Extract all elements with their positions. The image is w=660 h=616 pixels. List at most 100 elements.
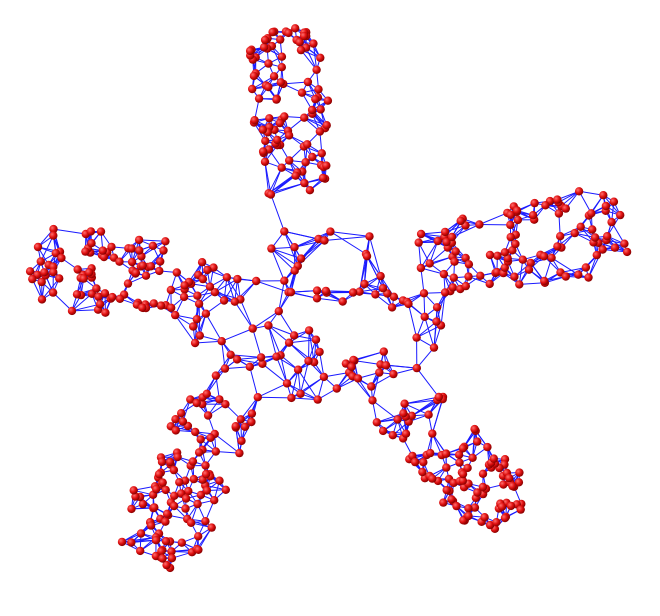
mesh-node xyxy=(297,46,305,54)
mesh-node xyxy=(28,275,36,283)
mesh-node xyxy=(379,427,387,435)
mesh-node xyxy=(268,28,276,36)
mesh-node xyxy=(311,95,319,103)
mesh-node xyxy=(354,374,362,382)
mesh-node xyxy=(193,292,201,300)
mesh-node xyxy=(540,252,548,260)
mesh-node xyxy=(442,463,450,471)
mesh-node xyxy=(208,523,216,531)
mesh-node xyxy=(195,300,203,308)
mesh-edge xyxy=(258,397,292,398)
mesh-node xyxy=(276,35,284,43)
mesh-node xyxy=(250,72,258,80)
mesh-node xyxy=(190,475,198,483)
mesh-node xyxy=(515,468,523,476)
mesh-node xyxy=(235,449,243,457)
mesh-node xyxy=(373,418,381,426)
mesh-node xyxy=(593,251,601,259)
mesh-node xyxy=(167,286,175,294)
mesh-node xyxy=(447,495,455,503)
mesh-node xyxy=(150,299,158,307)
mesh-node xyxy=(419,458,427,466)
mesh-node xyxy=(513,206,521,214)
mesh-node xyxy=(455,451,463,459)
mesh-node xyxy=(468,454,476,462)
mesh-node xyxy=(203,486,211,494)
mesh-node xyxy=(285,339,293,347)
mesh-node xyxy=(127,505,135,513)
mesh-node xyxy=(203,390,211,398)
mesh-node xyxy=(278,63,286,71)
mesh-node xyxy=(171,311,179,319)
mesh-node xyxy=(246,47,254,55)
mesh-edge xyxy=(417,368,439,397)
mesh-node xyxy=(300,179,308,187)
mesh-edge xyxy=(240,299,252,328)
mesh-node xyxy=(101,309,109,317)
mesh-node xyxy=(189,322,197,330)
mesh-node xyxy=(196,331,204,339)
mesh-node xyxy=(254,393,262,401)
mesh-node xyxy=(136,547,144,555)
mesh-node xyxy=(389,370,397,378)
mesh-node xyxy=(177,409,185,417)
mesh-node xyxy=(138,304,146,312)
mesh-node xyxy=(155,470,163,478)
mesh-node xyxy=(255,94,263,102)
mesh-node xyxy=(562,272,570,280)
mesh-node xyxy=(298,89,306,97)
mesh-node xyxy=(142,272,150,280)
mesh-node xyxy=(132,269,140,277)
mesh-node xyxy=(291,172,299,180)
mesh-node xyxy=(55,274,63,282)
mesh-node xyxy=(182,494,190,502)
mesh-node xyxy=(108,293,116,301)
mesh-edge xyxy=(325,236,370,240)
mesh-node xyxy=(575,187,583,195)
mesh-node xyxy=(610,198,618,206)
mesh-node xyxy=(314,395,322,403)
mesh-node xyxy=(507,233,515,241)
mesh-node xyxy=(212,371,220,379)
mesh-node xyxy=(498,503,506,511)
mesh-node xyxy=(168,554,176,562)
mesh-node xyxy=(257,353,265,361)
mesh-node xyxy=(300,32,308,40)
mesh-node xyxy=(347,363,355,371)
mesh-node xyxy=(179,417,187,425)
mesh-node xyxy=(421,313,429,321)
mesh-node xyxy=(283,379,291,387)
mesh-node xyxy=(147,262,155,270)
mesh-node xyxy=(215,395,223,403)
mesh-edge xyxy=(271,249,294,271)
mesh-node xyxy=(490,454,498,462)
mesh-node xyxy=(118,538,126,546)
mesh-node xyxy=(248,85,256,93)
mesh-node xyxy=(388,303,396,311)
mesh-node xyxy=(389,431,397,439)
mesh-node xyxy=(107,243,115,251)
mesh-node xyxy=(611,244,619,252)
mesh-node xyxy=(309,39,317,47)
mesh-node xyxy=(250,116,258,124)
mesh-node xyxy=(130,486,138,494)
mesh-node xyxy=(584,273,592,281)
mesh-node xyxy=(556,232,564,240)
mesh-node xyxy=(280,112,288,120)
mesh-node xyxy=(157,301,165,309)
mesh-node xyxy=(212,447,220,455)
mesh-node xyxy=(449,283,457,291)
mesh-node xyxy=(96,300,104,308)
mesh-node xyxy=(588,225,596,233)
mesh-node xyxy=(285,156,293,164)
mesh-node xyxy=(161,237,169,245)
mesh-edge xyxy=(222,329,253,342)
mesh-node xyxy=(375,368,383,376)
mesh-node xyxy=(291,267,299,275)
mesh-node xyxy=(128,258,136,266)
mesh-node xyxy=(49,288,57,296)
mesh-node xyxy=(97,227,105,235)
mesh-node xyxy=(493,252,501,260)
mesh-node xyxy=(450,274,458,282)
mesh-node xyxy=(127,538,135,546)
